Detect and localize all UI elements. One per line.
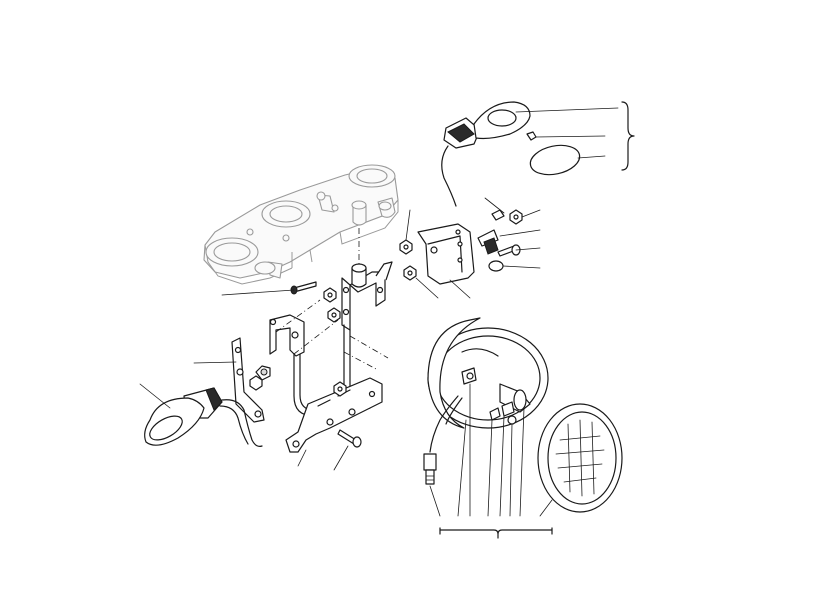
callout-10: [415, 277, 439, 299]
signal-bracket: [399, 209, 523, 285]
callout-15: [297, 449, 307, 467]
headlight-bracket: [269, 261, 393, 453]
callout-4: [484, 197, 505, 214]
callout-16: [333, 445, 349, 471]
callout-5: [521, 209, 541, 218]
headlight-shell: [423, 317, 549, 485]
headlight-lens: [537, 403, 623, 513]
callout-leaders: [139, 101, 635, 539]
turn-signal-mount-plate: [231, 337, 265, 423]
callout-20: [487, 419, 493, 517]
callout-6: [499, 229, 541, 237]
callout-17: [429, 485, 441, 517]
brace-right: [621, 101, 635, 171]
callout-1: [515, 107, 619, 113]
bulb-small: [526, 131, 537, 141]
callout-7: [515, 247, 541, 251]
bracket-fasteners: [290, 281, 362, 448]
front-turn-signal-left: [144, 365, 271, 447]
washer: [491, 209, 505, 221]
callout-12: [221, 289, 295, 296]
rubber-washer: [488, 260, 504, 272]
connector: [423, 453, 437, 471]
callout-8: [502, 265, 541, 269]
callout-18: [457, 419, 467, 517]
grommet: [483, 237, 499, 255]
front-turn-signal-right: [441, 101, 581, 207]
callout-14: [139, 383, 171, 409]
triple-clamp: [203, 164, 399, 285]
brace-bottom: [439, 529, 553, 539]
callout-2: [535, 135, 606, 138]
callout-9: [405, 209, 411, 241]
callout-13: [193, 361, 237, 364]
callout-3: [577, 155, 606, 159]
signal-lens: [529, 144, 581, 176]
callout-11: [449, 279, 471, 299]
